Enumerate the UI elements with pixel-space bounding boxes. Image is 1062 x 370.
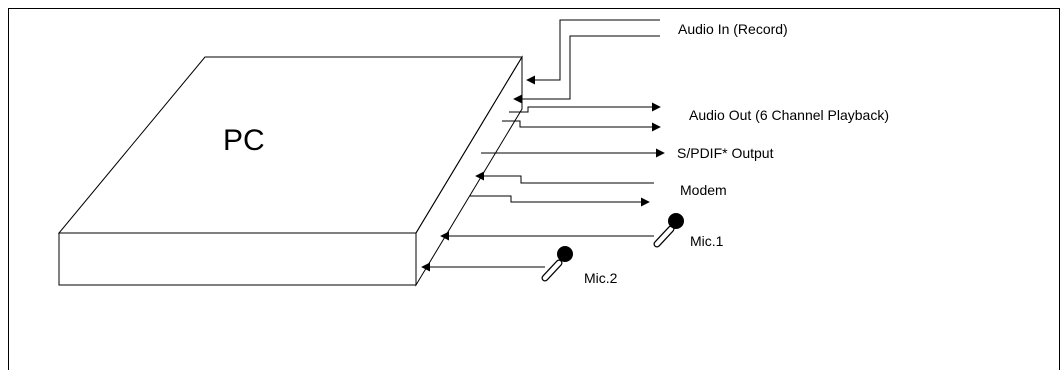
pc-front-face [58, 232, 417, 286]
audio-in-label: Audio In (Record) [678, 21, 788, 37]
mic1-icon [653, 213, 684, 248]
pc-box [57, 55, 523, 287]
pc-top-face [57, 56, 523, 234]
mic2-icon [541, 246, 573, 282]
pc-side-face [415, 55, 523, 287]
modem-connector [470, 171, 654, 207]
audio-out-label: Audio Out (6 Channel Playback) [689, 107, 889, 123]
pc-label: PC [223, 124, 265, 157]
modem-label: Modem [680, 182, 727, 198]
spdif-label: S/PDIF* Output [677, 145, 774, 161]
mic2-label: Mic.2 [584, 270, 618, 286]
audio-out-connector [502, 102, 661, 132]
audio-in-connector [513, 19, 660, 104]
diagram-frame [8, 8, 1060, 370]
mic1-label: Mic.1 [690, 233, 724, 249]
